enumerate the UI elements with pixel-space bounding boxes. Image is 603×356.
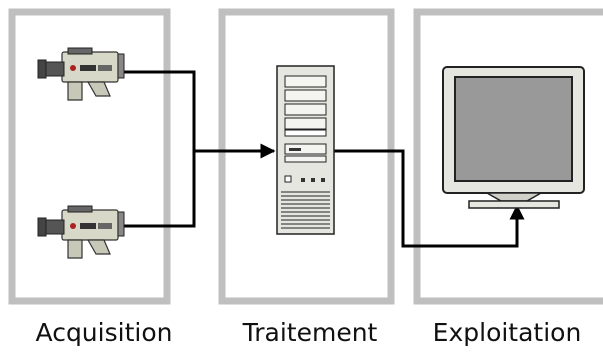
stage-label-exploitation: Exploitation — [432, 318, 582, 347]
stage-label-traitement: Traitement — [242, 318, 378, 347]
acquisition-panel — [8, 8, 171, 305]
stage-label-acquisition: Acquisition — [35, 318, 173, 347]
exploitation-panel — [413, 8, 603, 305]
crt-monitor-icon — [442, 66, 585, 209]
tower-computer-icon — [276, 65, 335, 235]
traitement-panel — [218, 8, 395, 305]
computer-to-monitor-connector — [334, 149, 525, 248]
camera-to-computer-connector — [120, 70, 276, 228]
video-camera-icon — [37, 205, 125, 259]
video-camera-icon — [37, 47, 125, 101]
